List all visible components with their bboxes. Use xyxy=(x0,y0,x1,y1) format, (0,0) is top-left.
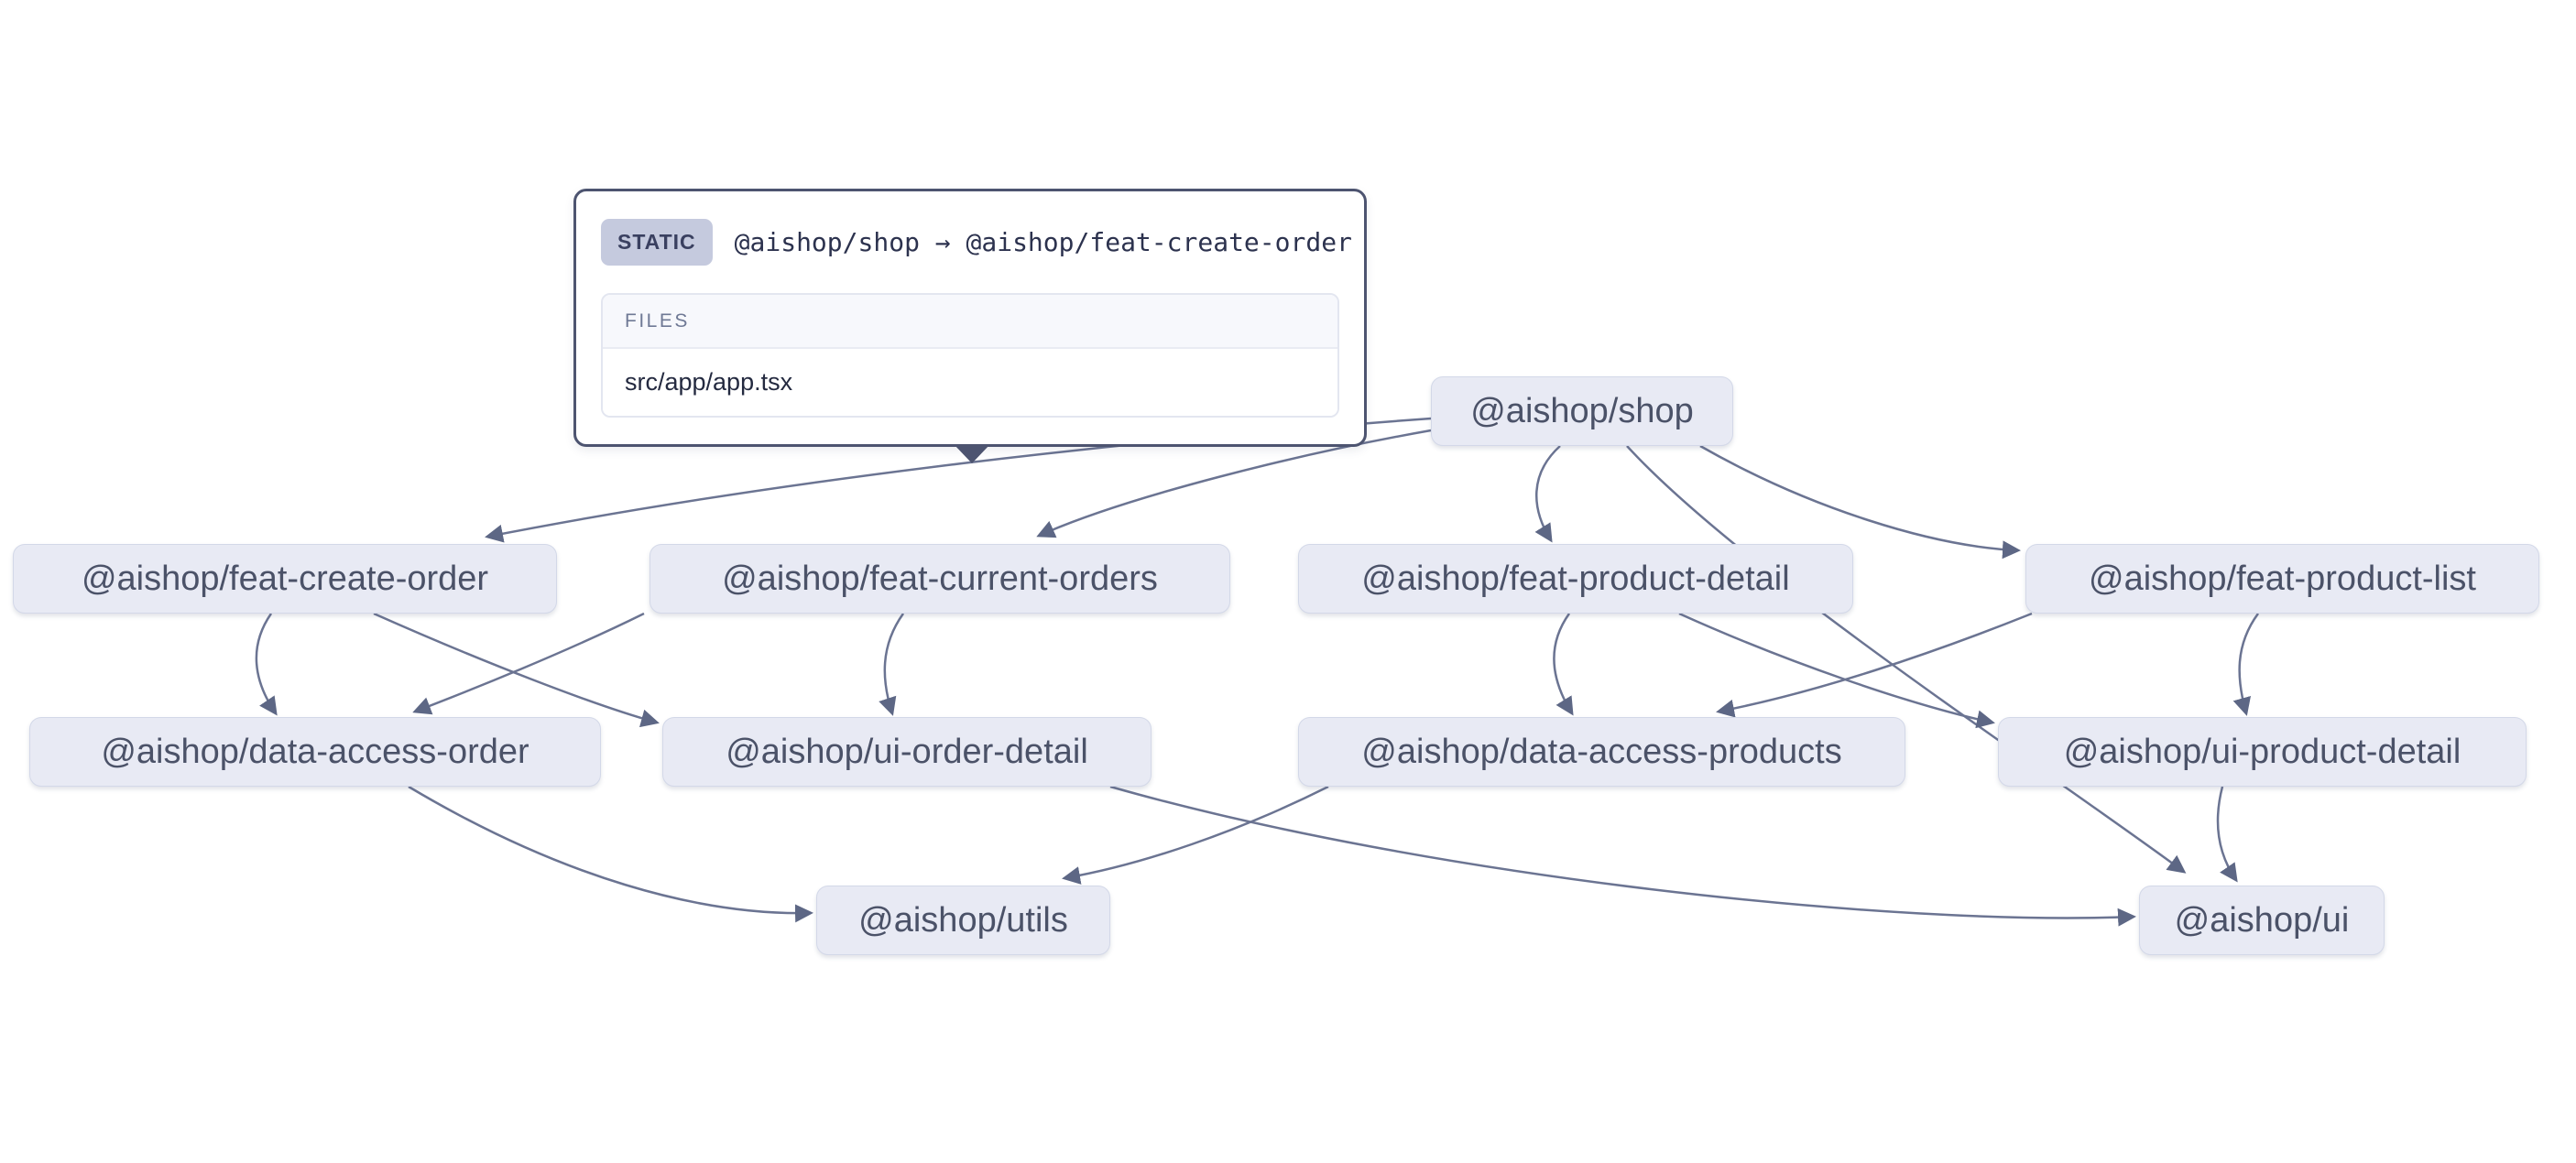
files-panel: FILES src/app/app.tsx xyxy=(601,293,1339,418)
files-header: FILES xyxy=(603,295,1337,349)
graph-node-ui-product-detail[interactable]: @aishop/ui-product-detail xyxy=(1998,717,2527,787)
graph-node-data-access-order[interactable]: @aishop/data-access-order xyxy=(29,717,601,787)
edge-data-access-products-to-utils[interactable] xyxy=(1062,785,1329,885)
edge-feat-product-detail-to-ui-product-detail[interactable] xyxy=(1678,612,1995,729)
edge-shop-to-feat-product-detail[interactable] xyxy=(1534,445,1561,543)
tooltip-header: STATIC @aishop/shop → @aishop/feat-creat… xyxy=(601,219,1352,266)
edge-ui-product-detail-to-ui[interactable] xyxy=(2216,786,2238,883)
edge-feat-product-list-to-data-access-products[interactable] xyxy=(1716,612,2033,718)
edge-shop-to-ui[interactable] xyxy=(1626,445,2187,874)
graph-node-feat-create-order[interactable]: @aishop/feat-create-order xyxy=(13,544,557,614)
graph-node-data-access-products[interactable]: @aishop/data-access-products xyxy=(1298,717,1905,787)
graph-node-ui[interactable]: @aishop/ui xyxy=(2139,886,2385,955)
edge-tooltip: STATIC @aishop/shop → @aishop/feat-creat… xyxy=(573,189,1367,463)
edge-shop-to-feat-product-list[interactable] xyxy=(1699,444,2021,560)
edge-label: @aishop/shop → @aishop/feat-create-order xyxy=(734,227,1352,257)
tooltip-caret-icon xyxy=(954,444,990,463)
graph-node-feat-product-detail[interactable]: @aishop/feat-product-detail xyxy=(1298,544,1853,614)
edge-type-badge: STATIC xyxy=(601,219,713,266)
graph-node-utils[interactable]: @aishop/utils xyxy=(816,886,1110,955)
edge-feat-create-order-to-ui-order-detail[interactable] xyxy=(373,612,660,728)
edge-feat-product-detail-to-data-access-products[interactable] xyxy=(1553,613,1574,716)
graph-node-feat-current-orders[interactable]: @aishop/feat-current-orders xyxy=(649,544,1230,614)
edge-data-access-order-to-utils[interactable] xyxy=(408,785,813,923)
edge-feat-current-orders-to-data-access-order[interactable] xyxy=(412,612,645,715)
edge-feat-current-orders-to-ui-order-detail[interactable] xyxy=(879,613,905,716)
files-list: src/app/app.tsx xyxy=(603,349,1337,416)
edge-shop-to-feat-current-orders[interactable] xyxy=(1036,429,1432,538)
graph-node-ui-order-detail[interactable]: @aishop/ui-order-detail xyxy=(662,717,1152,787)
file-item: src/app/app.tsx xyxy=(603,349,1337,416)
graph-node-shop[interactable]: @aishop/shop xyxy=(1431,376,1733,446)
graph-node-feat-product-list[interactable]: @aishop/feat-product-list xyxy=(2025,544,2539,614)
edge-feat-product-list-to-ui-product-detail[interactable] xyxy=(2232,613,2260,716)
edge-feat-create-order-to-data-access-order[interactable] xyxy=(255,613,278,716)
edge-ui-order-detail-to-ui[interactable] xyxy=(1109,785,2136,927)
